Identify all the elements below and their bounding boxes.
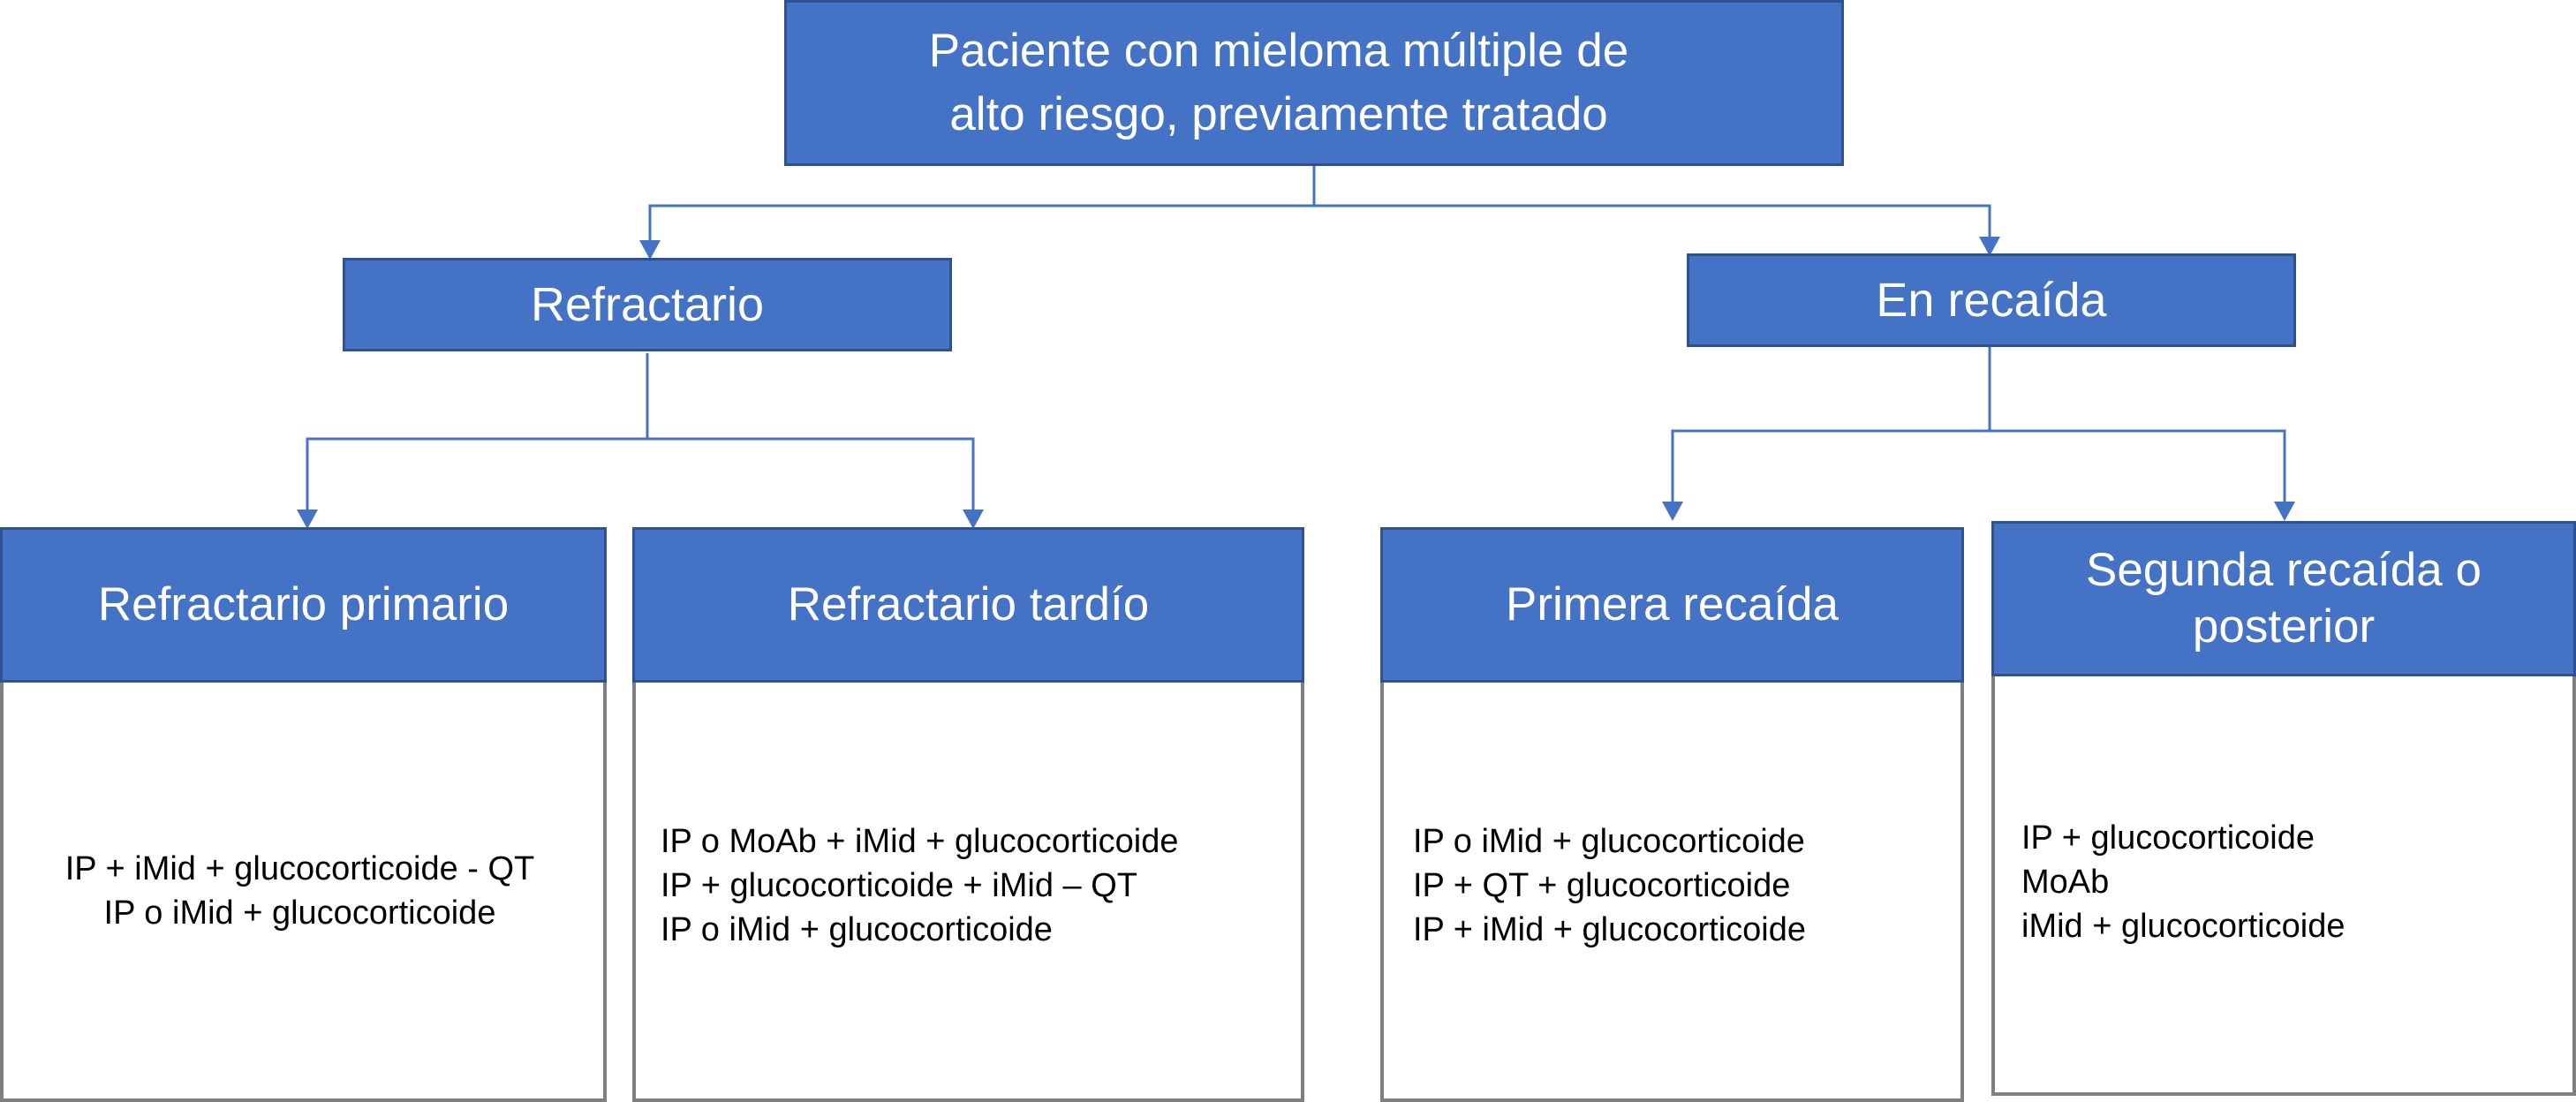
category-title: Refractario tardío (787, 578, 1150, 630)
list-item: IP + QT + glucocorticoide (1413, 866, 1791, 904)
list-item: MoAb (2021, 863, 2110, 901)
list-item: iMid + glucocorticoide (2021, 907, 2346, 945)
connector-root-to-recaida (1314, 204, 1991, 237)
list-item: IP + iMid + glucocorticoide (1413, 910, 1806, 948)
list-item: IP o iMid + glucocorticoide (103, 894, 496, 932)
connector-root-to-refractario (648, 166, 1316, 240)
arrowhead-refractario (639, 240, 661, 260)
list-item: IP o iMid + glucocorticoide (1413, 822, 1805, 860)
list-item: IP o MoAb + iMid + glucocorticoide (661, 822, 1179, 860)
connector-recaida-to-segunda (1990, 429, 2286, 502)
category-primera-recaida-body: IP o iMid + glucocorticoide IP + QT + gl… (1380, 683, 1964, 1102)
category-title: Primera recaída (1505, 578, 1839, 630)
category-refractario-tardio-header: Refractario tardío (632, 527, 1304, 683)
arrowhead-primario (297, 509, 318, 529)
node-en-recaida-label: En recaída (1876, 274, 2107, 327)
arrowhead-tardio (963, 509, 984, 529)
connector-refractario-to-tardio (647, 437, 975, 509)
connector-recaida-to-primera (1671, 346, 1991, 502)
node-refractario-label: Refractario (530, 278, 765, 331)
category-refractario-primario-header: Refractario primario (0, 527, 607, 683)
root-node: Paciente con mieloma múltiple de alto ri… (784, 0, 1844, 166)
root-line1: Paciente con mieloma múltiple de (928, 25, 1629, 77)
list-item: IP + glucocorticoide (2021, 819, 2315, 857)
category-segunda-recaida-header: Segunda recaída o posterior (1991, 521, 2576, 676)
list-item: IP + iMid + glucocorticoide - QT (64, 849, 535, 887)
root-line2: alto riesgo, previamente tratado (949, 88, 1608, 140)
list-item: IP + glucocorticoide + iMid – QT (661, 866, 1137, 904)
category-title-line2: posterior (2192, 600, 2376, 653)
category-primera-recaida-header: Primera recaída (1380, 527, 1964, 683)
arrowhead-segunda (2274, 502, 2295, 521)
category-refractario-tardio-body: IP o MoAb + iMid + glucocorticoide IP + … (632, 683, 1304, 1102)
node-refractario: Refractario (343, 258, 952, 351)
node-en-recaida: En recaída (1687, 253, 2296, 347)
category-refractario-primario-body: IP + iMid + glucocorticoide - QT IP o iM… (0, 683, 607, 1102)
arrowhead-recaida (1979, 237, 2000, 256)
arrowhead-primera (1662, 502, 1683, 521)
list-item: IP o iMid + glucocorticoide (661, 910, 1053, 948)
connector-refractario-to-primario (306, 353, 649, 509)
category-segunda-recaida-body: IP + glucocorticoide MoAb iMid + glucoco… (1991, 676, 2576, 1096)
category-title: Refractario primario (97, 578, 510, 630)
category-title-line1: Segunda recaída o (2086, 544, 2482, 596)
